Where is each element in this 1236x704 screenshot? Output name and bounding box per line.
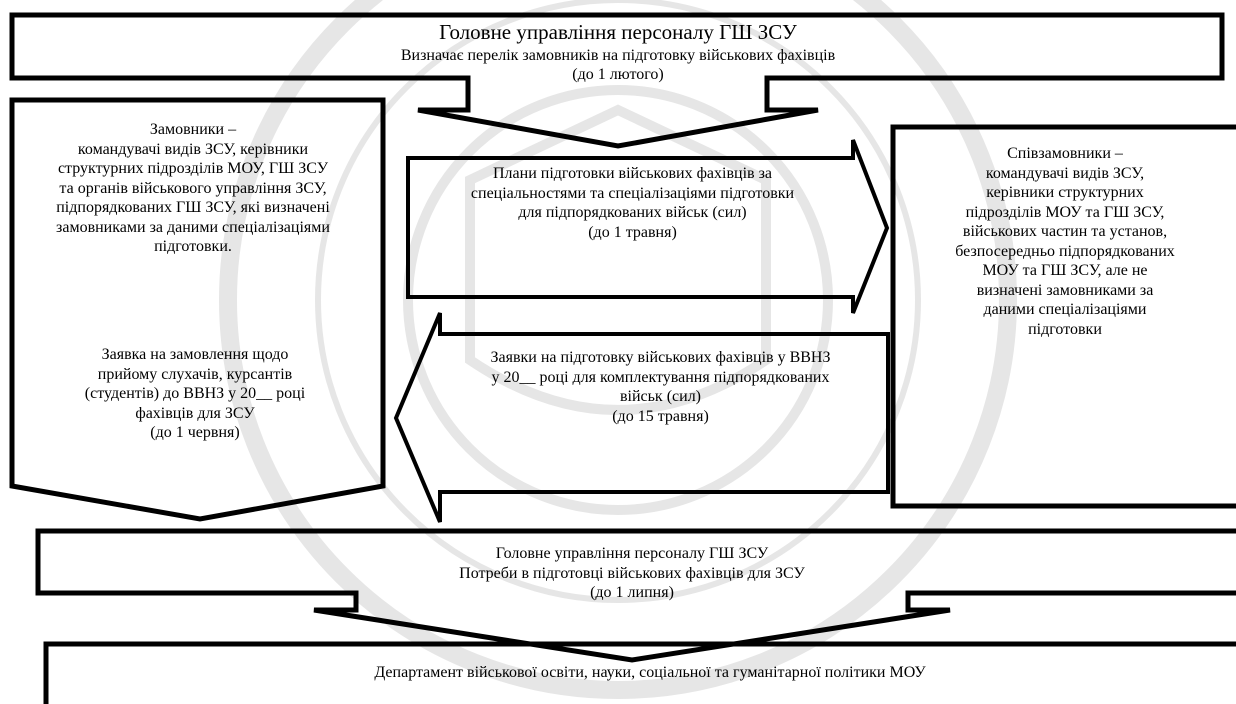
top-box-line1: Визначає перелік замовників на підготовк… xyxy=(400,46,836,64)
customers-line: структурних підрозділів МОУ, ГШ ЗСУ xyxy=(57,160,329,178)
customers-line: командувачі видів ЗСУ, керівники xyxy=(77,140,309,158)
customers-line: підпорядкованих ГШ ЗСУ, які визначені xyxy=(56,199,330,217)
customers-line: Замовники – xyxy=(149,121,237,138)
requests-arrow-shape xyxy=(393,312,890,523)
application-line: (до 1 червня) xyxy=(150,424,240,442)
top-box-title: Головне управління персоналу ГШ ЗСУ xyxy=(439,20,797,44)
customers-text: Замовники – командувачі видів ЗСУ, керів… xyxy=(4,120,382,257)
plans-line: (до 1 травня) xyxy=(588,223,677,241)
cocustomers-line: підготовки xyxy=(1028,320,1102,338)
plans-line: спеціальностями та спеціалізаціями підго… xyxy=(470,184,795,202)
cocustomers-line: військових частин та установ, xyxy=(962,223,1168,241)
application-text: Заявка на замовлення щодо прийому слухач… xyxy=(20,345,370,443)
requests-line: військ (сил) xyxy=(619,388,702,406)
cocustomers-line: МОУ та ГШ ЗСУ, але не xyxy=(982,262,1148,280)
middle-box-shape xyxy=(35,528,1236,663)
cocustomers-shape xyxy=(890,124,1236,509)
cocustomers-line: командувачі видів ЗСУ, xyxy=(985,164,1145,182)
application-line: (студентів) до ВВНЗ у 20__ році xyxy=(84,385,306,403)
top-box-shape xyxy=(9,12,1225,149)
top-box-line2: (до 1 лютого) xyxy=(572,66,664,84)
cocustomers-line: визначені замовниками за xyxy=(976,281,1154,299)
application-line: прийому слухачів, курсантів xyxy=(97,365,293,383)
requests-line: (до 15 травня) xyxy=(612,407,709,425)
cocustomers-line: підрозділів МОУ та ГШ ЗСУ, xyxy=(965,203,1165,221)
cocustomers-line: керівники структурних xyxy=(986,184,1144,202)
customers-line: замовниками за даними спеціалізаціями xyxy=(56,218,330,236)
cocustomers-text: Співзамовники – командувачі видів ЗСУ, к… xyxy=(905,144,1225,339)
plans-arrow-shape xyxy=(406,139,890,314)
customers-line: та органів військового управління ЗСУ, xyxy=(59,179,327,197)
application-line: фахівців для ЗСУ xyxy=(135,404,255,422)
middle-box-text: Головне управління персоналу ГШ ЗСУ Потр… xyxy=(332,544,932,603)
cocustomers-line: Співзамовники – xyxy=(1007,145,1123,162)
top-box-text: Головне управління персоналу ГШ ЗСУ Визн… xyxy=(130,20,1106,85)
application-line: Заявка на замовлення щодо xyxy=(101,346,289,363)
customers-line: підготовки. xyxy=(154,238,232,256)
bottom-box-text: Департамент військової освіти, науки, со… xyxy=(100,663,1200,683)
bottom-box-line1: Департамент військової освіти, науки, со… xyxy=(374,664,926,681)
plans-arrow-text: Плани підготовки військових фахівців за … xyxy=(395,164,870,242)
middle-box-line1: Потреби в підготовці військових фахівців… xyxy=(459,564,805,582)
cocustomers-line: безпосередньо підпорядкованих xyxy=(955,242,1175,260)
requests-arrow-text: Заявки на підготовку військових фахівців… xyxy=(418,348,903,426)
customers-shape xyxy=(9,97,386,522)
bottom-box-shape xyxy=(43,641,1236,704)
middle-box-line2: (до 1 липня) xyxy=(590,584,674,602)
plans-line: для підпорядкованих військ (сил) xyxy=(518,204,747,222)
middle-box-title: Головне управління персоналу ГШ ЗСУ xyxy=(495,545,769,562)
plans-line: Плани підготовки військових фахівців за xyxy=(492,165,773,182)
cocustomers-line: даними спеціалізаціями xyxy=(983,301,1147,319)
requests-line: Заявки на підготовку військових фахівців… xyxy=(490,349,831,366)
requests-line: у 20__ році для комплектування підпорядк… xyxy=(491,368,830,386)
